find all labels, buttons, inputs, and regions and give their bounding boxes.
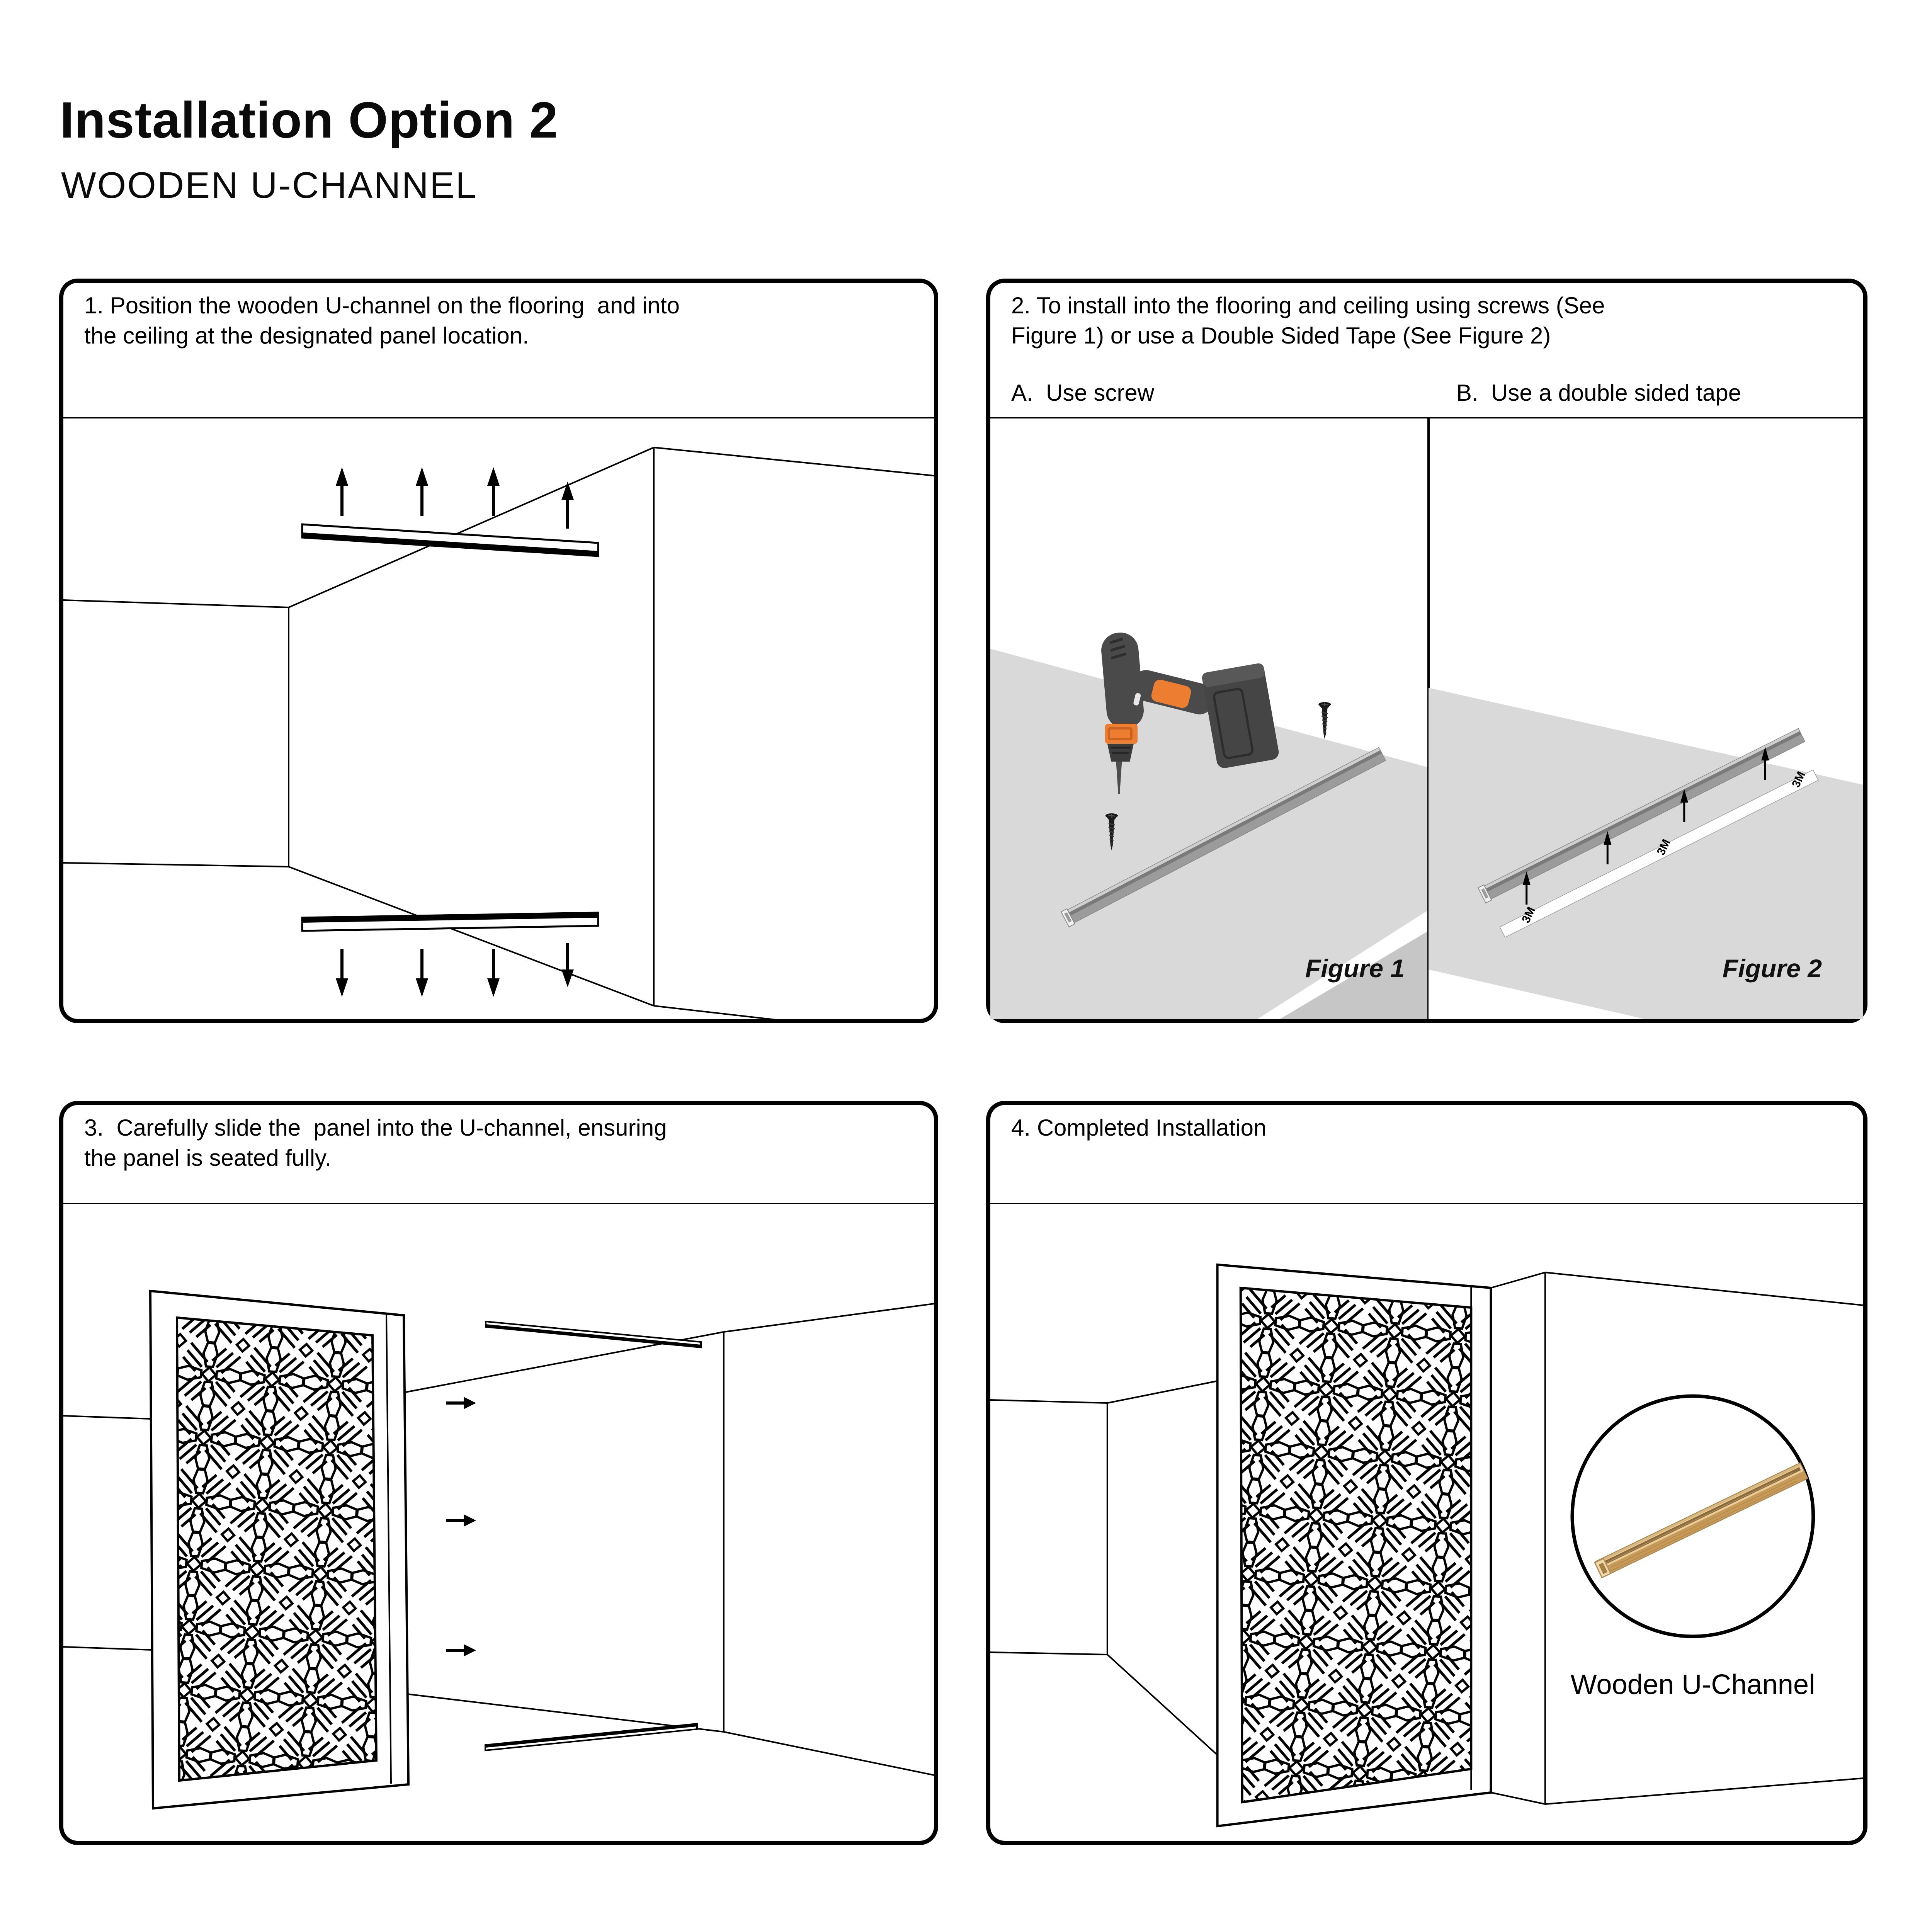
figure2-label: Figure 2 <box>1723 954 1822 983</box>
lattice-pattern <box>175 1316 378 1782</box>
room-lines <box>63 447 934 1019</box>
figure2-arrows <box>1522 747 1769 905</box>
page-subtitle: WOODEN U-CHANNEL <box>61 165 478 206</box>
panel4-separator <box>990 1203 1863 1204</box>
step1-text: 1. Position the wooden U-channel on the … <box>84 293 680 349</box>
floor-u-channel <box>485 1723 698 1752</box>
panel3-drawing <box>63 1204 934 1841</box>
drill-grip-orange <box>1151 679 1191 708</box>
decorative-panel <box>149 1289 410 1810</box>
wooden-u-channel <box>1594 1462 1808 1578</box>
panel1-separator <box>63 417 934 418</box>
lattice-pattern <box>1239 1286 1473 1804</box>
up-arrows <box>336 467 574 529</box>
panel-step1: 1. Position the wooden U-channel on the … <box>59 279 938 1023</box>
drill-battery <box>1202 663 1279 768</box>
room-lines <box>990 1272 1863 1805</box>
panel2-separator <box>990 417 1863 418</box>
option-b-label: B. Use a double sided tape <box>1456 380 1742 406</box>
panel2-drawing: Figure 1 3M 3M 3M Figure 2 <box>990 418 1863 1019</box>
panel-step4: 4. Completed Installation <box>986 1101 1867 1845</box>
figure2-floor <box>1429 688 1863 1019</box>
panel3-separator <box>63 1203 934 1204</box>
panel-step2: 2. To install into the flooring and ceil… <box>986 279 1867 1023</box>
step2-text: 2. To install into the flooring and ceil… <box>1011 293 1605 349</box>
option-a-label: A. Use screw <box>1011 380 1155 406</box>
step3-text: 3. Carefully slide the panel into the U-… <box>84 1115 667 1171</box>
figure1-floor <box>990 649 1429 1019</box>
ceiling-u-channel <box>301 523 599 557</box>
panel1-drawing <box>63 418 934 1019</box>
installed-panel <box>1216 1263 1492 1828</box>
drill-bit <box>1116 759 1122 794</box>
u-channel-callout: Wooden U-Channel <box>1570 1394 1815 1700</box>
step4-text: 4. Completed Installation <box>1011 1115 1267 1141</box>
ceiling-u-channel <box>485 1320 702 1349</box>
floor-u-channel <box>301 912 599 932</box>
panel-step3: 3. Carefully slide the panel into the U-… <box>59 1101 938 1845</box>
page-title: Installation Option 2 <box>60 92 558 148</box>
figure2-floor-edge <box>1429 969 1645 1019</box>
callout-label: Wooden U-Channel <box>1571 1669 1815 1700</box>
down-arrows <box>336 943 574 997</box>
panel4-drawing: Wooden U-Channel <box>990 1204 1863 1841</box>
figure1-label: Figure 1 <box>1305 954 1405 983</box>
drill <box>1101 633 1279 794</box>
screw-right <box>1318 701 1332 740</box>
slide-arrows <box>446 1397 476 1656</box>
